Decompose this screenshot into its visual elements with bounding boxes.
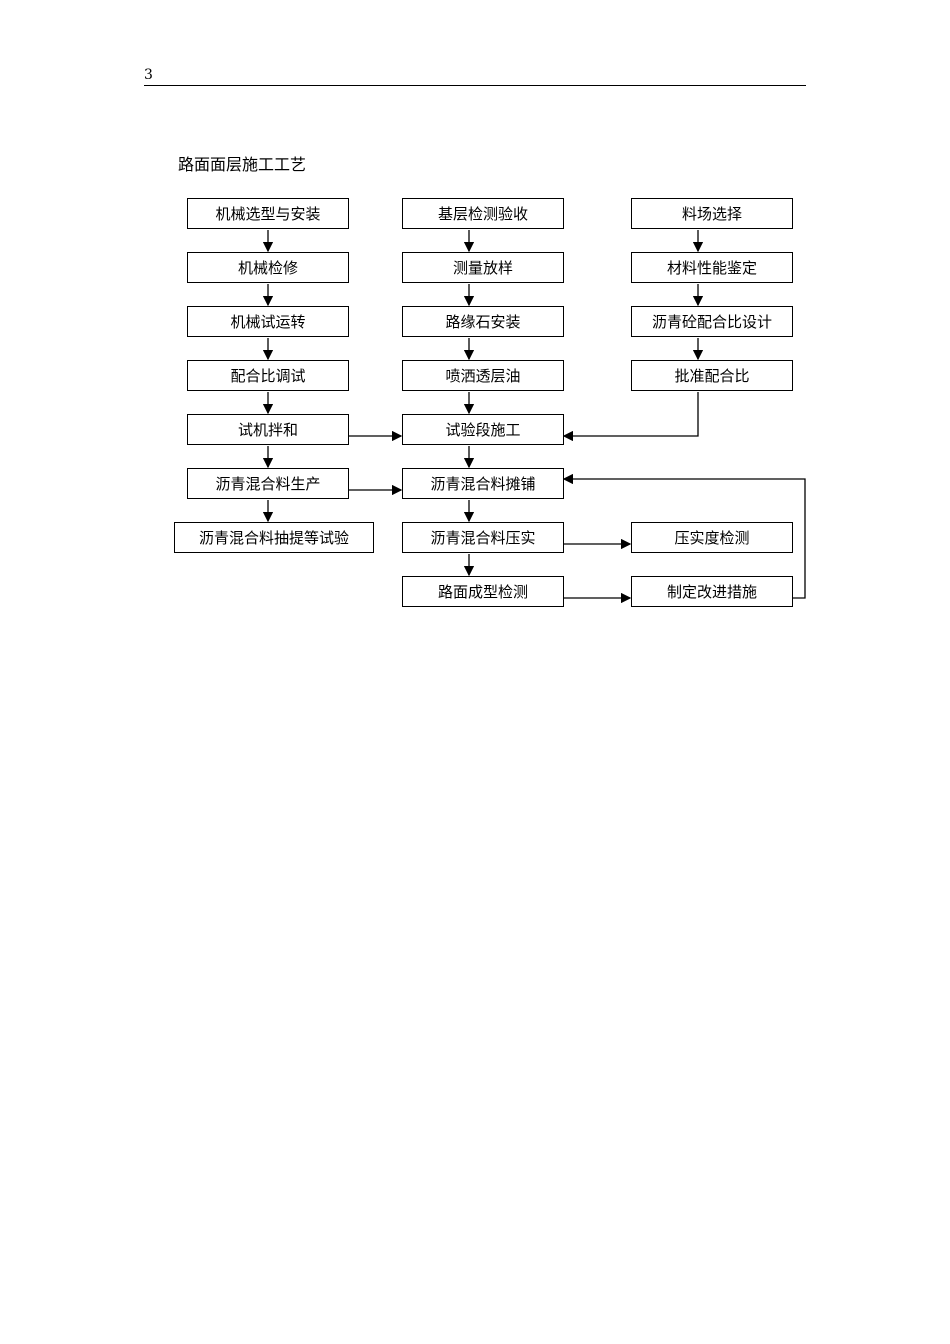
step-material-site: 料场选择	[631, 198, 793, 229]
step-curb-installation: 路缘石安装	[402, 306, 564, 337]
step-compaction-test: 压实度检测	[631, 522, 793, 553]
step-machine-trial-run: 机械试运转	[187, 306, 349, 337]
step-machine-repair: 机械检修	[187, 252, 349, 283]
step-prime-coat: 喷洒透层油	[402, 360, 564, 391]
step-approve-mix: 批准配合比	[631, 360, 793, 391]
step-survey-layout: 测量放样	[402, 252, 564, 283]
step-mix-debug: 配合比调试	[187, 360, 349, 391]
step-material-test: 材料性能鉴定	[631, 252, 793, 283]
step-mix-design: 沥青砼配合比设计	[631, 306, 793, 337]
step-improvement: 制定改进措施	[631, 576, 793, 607]
step-final-inspection: 路面成型检测	[402, 576, 564, 607]
header-rule	[144, 85, 806, 86]
step-paving: 沥青混合料摊铺	[402, 468, 564, 499]
page-number: 3	[144, 67, 153, 83]
step-trial-mixing: 试机拌和	[187, 414, 349, 445]
step-machine-selection: 机械选型与安装	[187, 198, 349, 229]
step-trial-section: 试验段施工	[402, 414, 564, 445]
step-asphalt-production: 沥青混合料生产	[187, 468, 349, 499]
section-title: 路面面层施工工艺	[178, 155, 307, 174]
step-extraction-test: 沥青混合料抽提等试验	[174, 522, 374, 553]
step-base-inspection: 基层检测验收	[402, 198, 564, 229]
step-compaction: 沥青混合料压实	[402, 522, 564, 553]
